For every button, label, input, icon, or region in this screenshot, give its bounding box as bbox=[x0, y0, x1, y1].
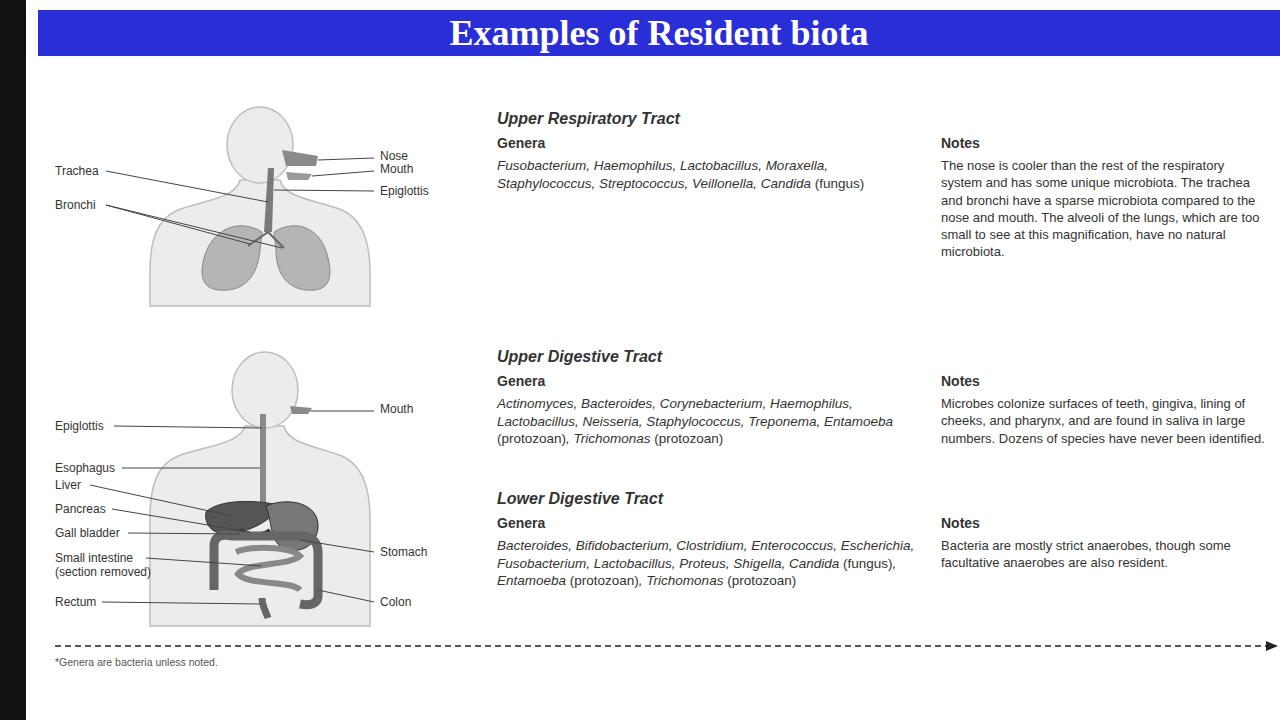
respiratory-figure bbox=[150, 107, 370, 306]
title-text: Examples of Resident biota bbox=[38, 10, 1280, 56]
organ-label: Esophagus bbox=[55, 461, 125, 475]
footnote: *Genera are bacteria unless noted. bbox=[55, 656, 555, 670]
section-heading: Upper Digestive Tract bbox=[497, 347, 897, 368]
notes-text: Microbes colonize surfaces of teeth, gin… bbox=[941, 395, 1269, 447]
leader-lines bbox=[106, 158, 374, 248]
organ-label: Epiglottis bbox=[380, 184, 470, 198]
column-heading: Genera bbox=[497, 134, 697, 152]
organ-label: Small intestine (section removed) bbox=[55, 551, 163, 580]
column-heading: Notes bbox=[941, 134, 1141, 152]
column-heading: Notes bbox=[941, 372, 1141, 390]
organ-label: Rectum bbox=[55, 595, 115, 609]
genera-list: Bacteroides, Bifidobacterium, Clostridiu… bbox=[497, 537, 922, 590]
organ-label: Mouth bbox=[380, 162, 460, 176]
title-band bbox=[38, 10, 1280, 56]
organ-label: Stomach bbox=[380, 545, 460, 559]
column-heading: Genera bbox=[497, 372, 697, 390]
section-heading: Lower Digestive Tract bbox=[497, 489, 897, 510]
organ-label: Colon bbox=[380, 595, 460, 609]
organ-label: Nose bbox=[380, 149, 460, 163]
organ-label: Mouth bbox=[380, 402, 460, 416]
column-heading: Genera bbox=[497, 514, 697, 532]
notes-text: The nose is cooler than the rest of the … bbox=[941, 157, 1269, 261]
organ-label: Gall bladder bbox=[55, 526, 135, 540]
organ-label: Trachea bbox=[55, 164, 115, 178]
dark-margin bbox=[0, 0, 26, 720]
dashed-rule bbox=[55, 641, 1278, 651]
organ-label: Epiglottis bbox=[55, 419, 125, 433]
genera-list: Actinomyces, Bacteroides, Corynebacteriu… bbox=[497, 395, 922, 448]
genera-list: Fusobacterium, Haemophilus, Lactobacillu… bbox=[497, 157, 922, 192]
organ-label: Liver bbox=[55, 478, 115, 492]
notes-text: Bacteria are mostly strict anaerobes, th… bbox=[941, 537, 1269, 572]
organ-label: Pancreas bbox=[55, 502, 125, 516]
digestive-figure bbox=[150, 352, 370, 626]
column-heading: Notes bbox=[941, 514, 1141, 532]
organ-label: Bronchi bbox=[55, 198, 115, 212]
section-heading: Upper Respiratory Tract bbox=[497, 109, 897, 130]
